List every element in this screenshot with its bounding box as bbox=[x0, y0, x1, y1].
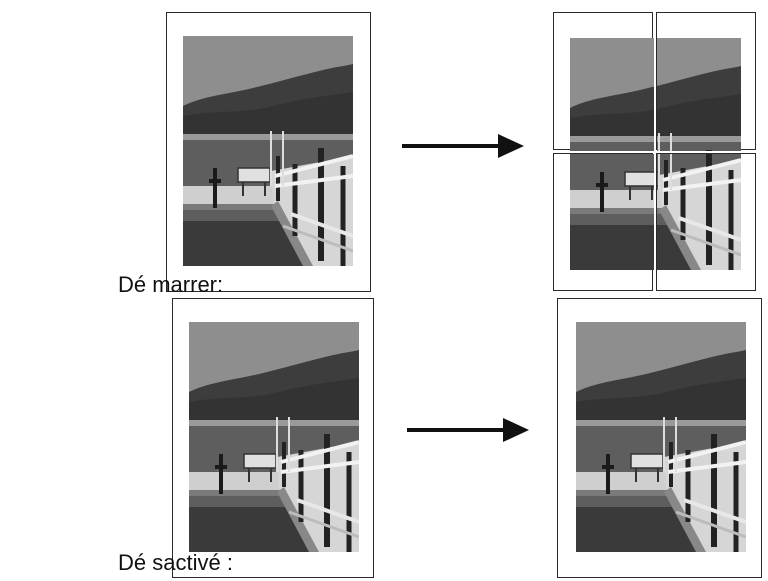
original-page-enabled bbox=[166, 12, 371, 292]
pier-photo bbox=[657, 38, 741, 151]
pier-photo bbox=[189, 322, 359, 552]
pier-photo bbox=[570, 38, 654, 151]
poster-tile-bottom-right bbox=[656, 153, 756, 291]
poster-tile-top-left bbox=[553, 12, 654, 151]
poster-tile-top-right bbox=[656, 12, 756, 151]
output-page-disabled bbox=[557, 298, 762, 578]
pier-photo bbox=[657, 154, 741, 270]
pier-photo bbox=[570, 154, 654, 270]
pier-photo bbox=[183, 36, 353, 266]
enabled-label: Dé marrer: bbox=[118, 272, 224, 297]
arrow-right-icon bbox=[402, 134, 524, 158]
pier-photo bbox=[576, 322, 746, 552]
disabled-label: Dé sactivé : bbox=[118, 550, 233, 575]
poster-tile-bottom-left bbox=[553, 153, 654, 291]
original-page-disabled bbox=[172, 298, 374, 578]
arrow-right-icon bbox=[407, 418, 529, 442]
